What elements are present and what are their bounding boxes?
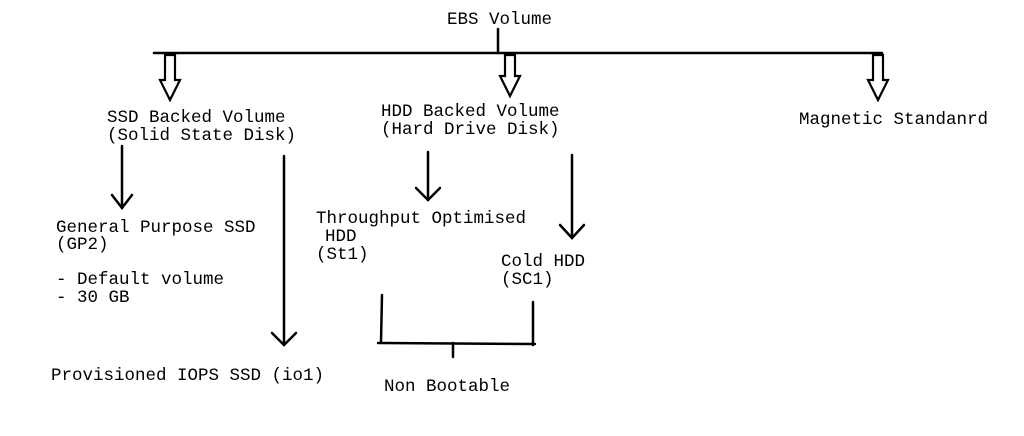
st1-title: Throughput Optimised — [316, 209, 526, 229]
arrow-to-st1-icon — [414, 150, 442, 202]
st1-title-cont: HDD — [325, 227, 357, 247]
hollow-arrow-magnetic-icon — [866, 53, 890, 103]
hdd-category-subtitle: (Hard Drive Disk) — [381, 120, 560, 140]
non-bootable-label: Non Bootable — [384, 377, 510, 397]
st1-code: (St1) — [316, 245, 369, 265]
hollow-arrow-ssd-icon — [158, 53, 182, 103]
arrow-to-io1-icon — [270, 154, 298, 347]
sc1-title: Cold HDD — [501, 252, 585, 272]
magnetic-category-title: Magnetic Standanrd — [799, 110, 988, 130]
hdd-category-title: HDD Backed Volume — [381, 102, 560, 122]
gp2-title: General Purpose SSD — [56, 218, 256, 238]
gp2-code: (GP2) — [56, 235, 109, 255]
gp2-note-size: - 30 GB — [56, 288, 130, 308]
gp2-note-default: - Default volume — [56, 270, 224, 290]
ssd-category-subtitle: (Solid State Disk) — [107, 126, 296, 146]
arrow-to-gp2-icon — [110, 144, 134, 211]
arrow-to-sc1-icon — [558, 153, 586, 240]
io1-label: Provisioned IOPS SSD (io1) — [51, 366, 324, 386]
ssd-category-title: SSD Backed Volume — [107, 108, 286, 128]
sc1-code: (SC1) — [501, 270, 554, 290]
hollow-arrow-hdd-icon — [498, 53, 522, 99]
non-bootable-bracket — [376, 293, 537, 359]
root-label: EBS Volume — [447, 10, 552, 30]
